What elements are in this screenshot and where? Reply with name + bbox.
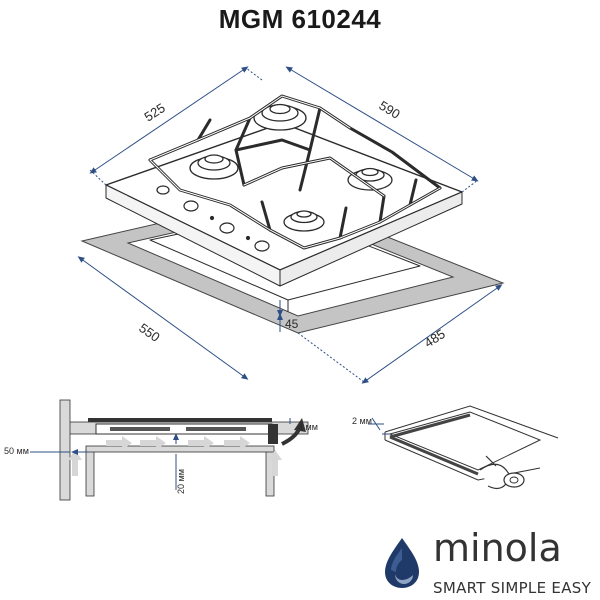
cutout-width-label: 485: [421, 326, 447, 350]
dim-width-label: 590: [376, 98, 402, 122]
product-title: MGM 610244: [218, 4, 382, 34]
dimension-lines-top: [77, 66, 503, 384]
control-knobs: [156, 185, 270, 252]
section-dimensions: [30, 418, 291, 490]
thickness-label: 45: [285, 317, 299, 331]
gap-bottom-label: 20 мм: [176, 469, 186, 494]
brand-name: minola: [433, 526, 562, 570]
seal-thickness-label: 2 мм: [352, 416, 372, 426]
burner-front: [283, 210, 325, 232]
cutout-depth-label: 550: [136, 320, 162, 345]
section-view: [59, 399, 309, 501]
brand-tagline: SMART SIMPLE EASY: [433, 579, 592, 597]
gap-side-label: 50 мм: [4, 446, 29, 456]
dim-depth-label: 525: [141, 100, 167, 124]
seal-dimension: [368, 417, 390, 435]
gap-top-label: 4 мм: [298, 422, 318, 432]
seal-detail: [384, 405, 559, 489]
minola-logo-icon: [385, 538, 419, 588]
